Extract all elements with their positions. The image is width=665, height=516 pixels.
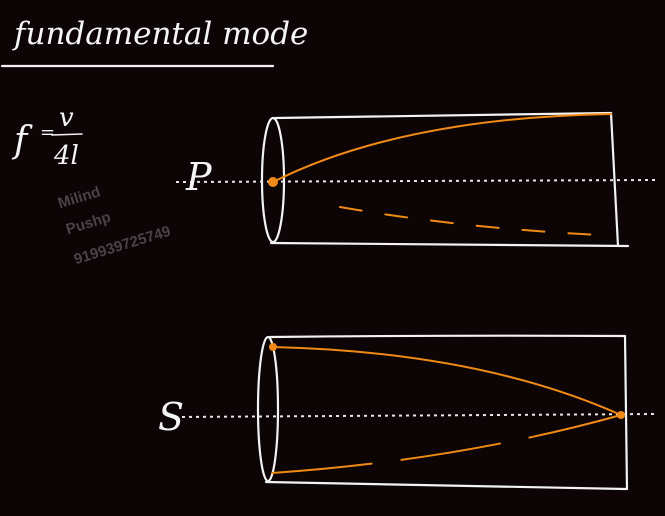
bottom-tube-closed-end bbox=[623, 334, 629, 491]
top-tube-lower-wall bbox=[269, 241, 630, 248]
bottom-tube: S bbox=[158, 334, 656, 491]
top-tube: P bbox=[175, 111, 657, 248]
bottom-tube-label: S bbox=[158, 395, 184, 439]
formula-denominator: 4l bbox=[53, 141, 79, 171]
bottom-tube-open-end bbox=[256, 335, 280, 483]
title: fundamental mode bbox=[0, 16, 308, 68]
top-tube-axis bbox=[175, 179, 657, 183]
bottom-wave-node-dot bbox=[617, 411, 625, 419]
bottom-tube-upper-wall bbox=[268, 334, 627, 339]
top-tube-label: P bbox=[185, 155, 213, 199]
top-wave-lower-curve bbox=[339, 206, 601, 236]
top-tube-closed-end bbox=[609, 111, 620, 248]
formula-lhs: f bbox=[11, 120, 33, 161]
top-tube-upper-wall bbox=[273, 111, 613, 120]
bottom-wave-top-dot bbox=[269, 343, 277, 351]
formula-numerator: v bbox=[59, 103, 74, 133]
bottom-wave-upper-curve bbox=[272, 346, 622, 416]
title-text: fundamental mode bbox=[12, 16, 308, 52]
top-wave-node-dot bbox=[268, 177, 278, 187]
formula-fraction-bar bbox=[51, 133, 83, 136]
bottom-tube-axis bbox=[174, 413, 656, 418]
bottom-tube-lower-wall bbox=[264, 480, 628, 491]
formula-equals: = bbox=[40, 122, 55, 143]
bottom-wave-lower-curve bbox=[271, 414, 622, 474]
top-wave-upper-curve bbox=[272, 113, 612, 183]
formula: f = v 4l bbox=[11, 103, 83, 171]
